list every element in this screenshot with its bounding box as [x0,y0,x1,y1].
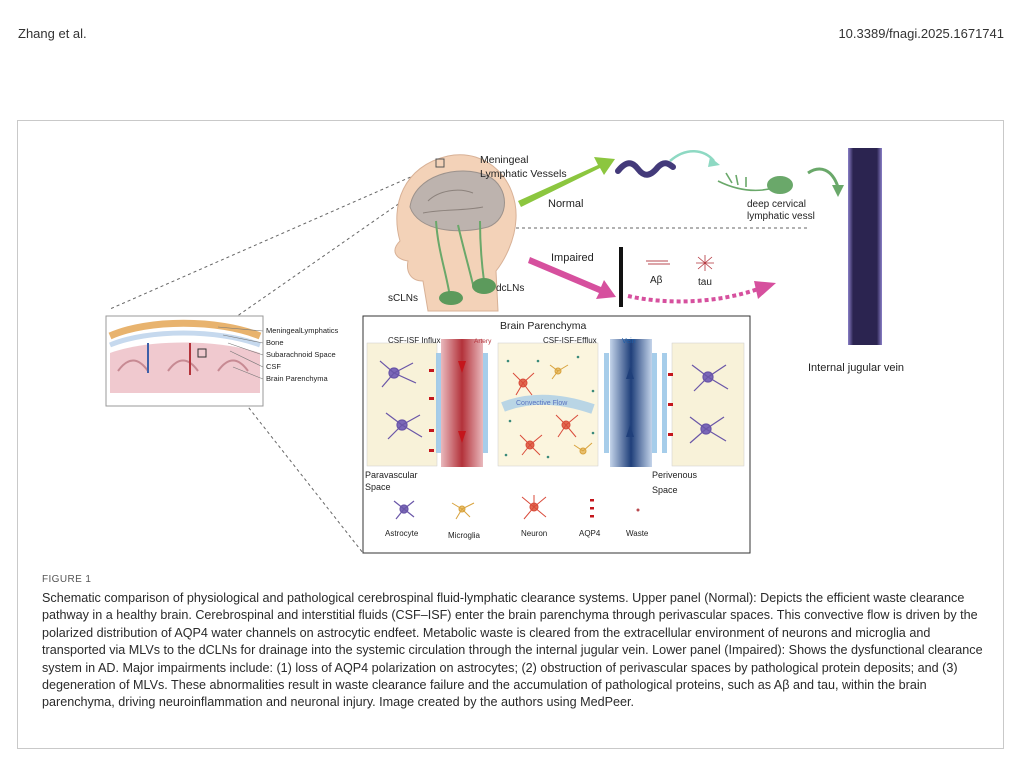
brain-parenchyma-panel [362,315,751,554]
neuron-cells [512,372,579,456]
figure-label: FIGURE 1 [42,574,92,585]
label-csf-isf-influx: CSF-ISF Influx [388,336,440,345]
legend-waste-icon [636,508,640,512]
artery-vessel [441,339,483,467]
blockage-bar [619,247,623,307]
label-artery: Artery [474,338,492,345]
legend-neuron: Neuron [521,529,547,538]
label-internal-jugular-vein: Internal jugular vein [808,362,904,374]
figure-illustration: Meningeal Lymphatic Vessels dcLNs sCLNs … [105,148,904,554]
vein-vessel [610,339,652,467]
impaired-pathway [528,247,776,307]
internal-jugular-vein [848,148,882,345]
label-csf-isf-efflux: CSF-ISF-Efflux [543,336,597,345]
aqp4-markers [429,369,673,452]
running-head-doi: 10.3389/fnagi.2025.1671741 [838,26,1004,41]
figure-caption: Schematic comparison of physiological an… [42,591,983,710]
inset-label-csf: CSF [266,362,281,371]
legend-astrocyte: Astrocyte [385,529,419,538]
figure-1: Meningeal Lymphatic Vessels dcLNs sCLNs … [17,120,1004,749]
legend-microglia: Microglia [448,531,481,540]
legend-waste: Waste [626,529,649,538]
tau-tangle [696,255,714,271]
legend-aqp4-icon [590,499,594,518]
inset-label-bone: Bone [266,338,284,347]
microglia-cells [549,364,593,455]
label-abeta: Aβ [650,275,663,286]
label-dclns: dcLNs [496,283,524,294]
lymph-vessel-segment [615,160,676,178]
label-impaired: Impaired [551,252,594,264]
normal-pathway [518,150,844,207]
astrocyte-cells [379,360,729,444]
head-illustration [394,154,517,312]
legend-neuron-icon [521,495,547,520]
label-perivenous-space: Space [652,485,678,495]
zoom-box [435,158,445,168]
label-tau: tau [698,277,712,288]
label-vein: Vein [622,338,636,345]
label-sclns: sCLNs [388,293,418,304]
label-brain-parenchyma: Brain Parenchyma [500,320,587,332]
scln-node [439,291,463,305]
inset-label-brain-parenchyma: Brain Parenchyma [266,374,329,383]
running-head-authors: Zhang et al. [18,26,87,41]
inset-label-meningeal-lymphatics: MeningealLymphatics [266,326,339,335]
legend-astrocyte-icon [393,500,415,520]
label-paravascular-space: Space [365,482,391,492]
label-convective-flow: Convective Flow [516,400,568,407]
meninges-inset [105,315,264,407]
legend-microglia-icon [451,502,475,520]
dcln-node [472,278,496,294]
label-meningeal: Meningeal [480,154,528,166]
legend-aqp4: AQP4 [579,529,601,538]
abeta-deposit [646,260,670,265]
label-normal: Normal [548,198,583,210]
label-lymphatic-vessels: Lymphatic Vessels [480,168,567,180]
cell-legend [393,495,640,520]
waste-particles [504,355,595,459]
label-perivenous: Perivenous [652,470,698,480]
inset-label-subarachnoid: Subarachnoid Space [266,350,336,359]
label-paravascular: Paravascular [365,470,418,480]
label-deep-cervical: deep cervical [747,199,806,210]
label-lymphatic-vessl: lymphatic vessl [747,211,815,222]
